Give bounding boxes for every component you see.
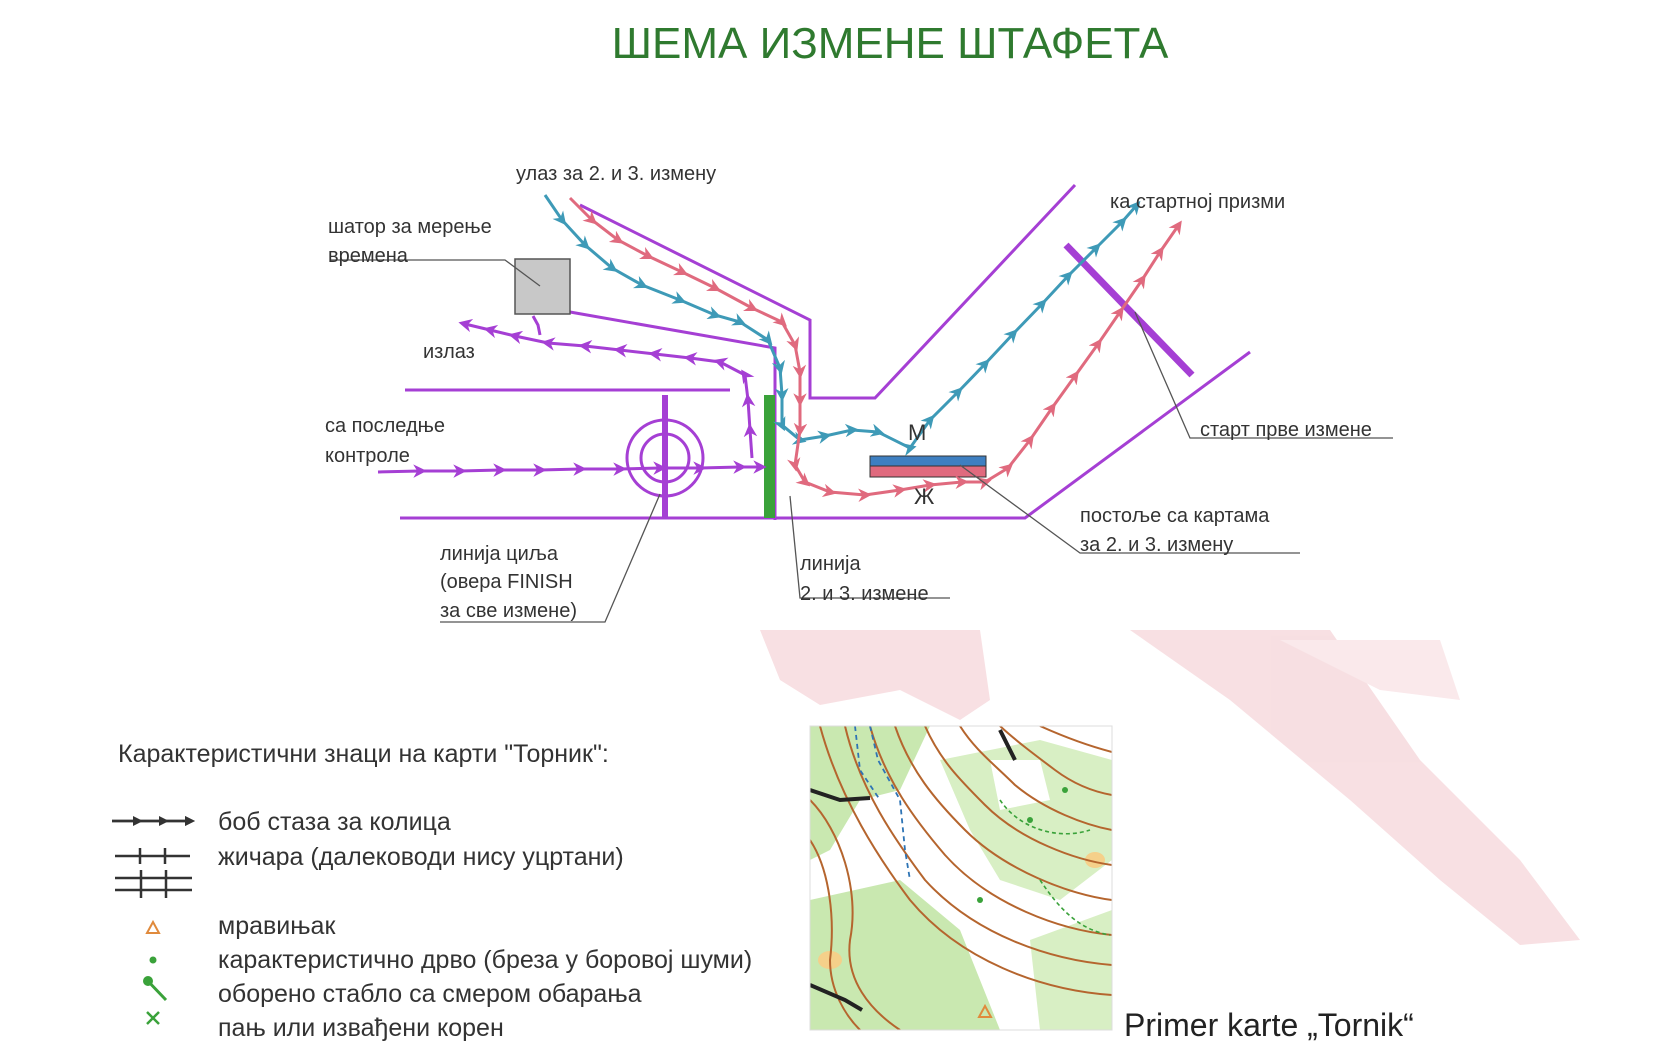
legend-item-label: мравињак xyxy=(218,912,336,940)
cable-car-icon xyxy=(115,848,190,864)
label-finish-line1: линија циља xyxy=(440,543,559,565)
label-start-first: старт прве измене xyxy=(1200,419,1372,441)
label-exit: излаз xyxy=(423,341,475,363)
legend-item-label: пањ или извађени корен xyxy=(218,1014,504,1042)
label-line23-line2: 2. и 3. измене xyxy=(800,583,929,605)
label-to-prism: ка стартној призми xyxy=(1110,191,1285,213)
leader-lines xyxy=(330,259,1393,623)
label-finish-line3: за све измене) xyxy=(440,600,577,622)
start-first-leg-line xyxy=(1063,242,1195,378)
legend-heading: Карактеристични знаци на карти "Торник": xyxy=(118,740,609,768)
label-from-last-line2: контроле xyxy=(325,445,410,467)
label-women: Ж xyxy=(914,484,935,509)
legend-item-label: карактеристично дрво (бреза у боровој шу… xyxy=(218,946,752,974)
route-women xyxy=(568,196,1182,502)
legend-item-label: жичара (далеководи нису уцртани) xyxy=(218,843,624,871)
label-tent-line1: шатор за мерење xyxy=(328,216,492,238)
anthill-icon xyxy=(145,919,161,934)
label-men: М xyxy=(908,420,926,445)
fallen-tree-icon xyxy=(143,976,168,1002)
label-tent-line2: времена xyxy=(328,245,409,267)
label-line23-line1: линија xyxy=(800,553,862,575)
stump-cross-icon xyxy=(146,1011,160,1025)
page-title: ШЕМА ИЗМЕНЕ ШТАФЕТА xyxy=(612,19,1169,68)
label-stand-line1: постоље са картама xyxy=(1080,505,1270,527)
double-cable-icon xyxy=(115,870,192,898)
label-finish-line2: (овера FINISH xyxy=(440,571,573,593)
legend-item-label: боб стаза за колица xyxy=(218,808,451,836)
label-from-last-line1: са последње xyxy=(325,415,445,437)
label-stand-line2: за 2. и 3. измену xyxy=(1080,534,1233,556)
map-stand xyxy=(869,455,987,478)
tree-dot-icon xyxy=(149,956,157,964)
line-leg-2-3 xyxy=(764,395,775,518)
timing-tent xyxy=(514,258,571,315)
map-caption: Primer karte „Tornik“ xyxy=(1124,1007,1414,1043)
map-sample xyxy=(809,725,1113,1031)
label-entry: улаз за 2. и 3. измену xyxy=(516,163,716,185)
legend-item-label: оборено стабло са смером обарања xyxy=(218,980,642,1008)
background-terrain xyxy=(760,630,1580,945)
finish-line-target xyxy=(625,395,705,518)
